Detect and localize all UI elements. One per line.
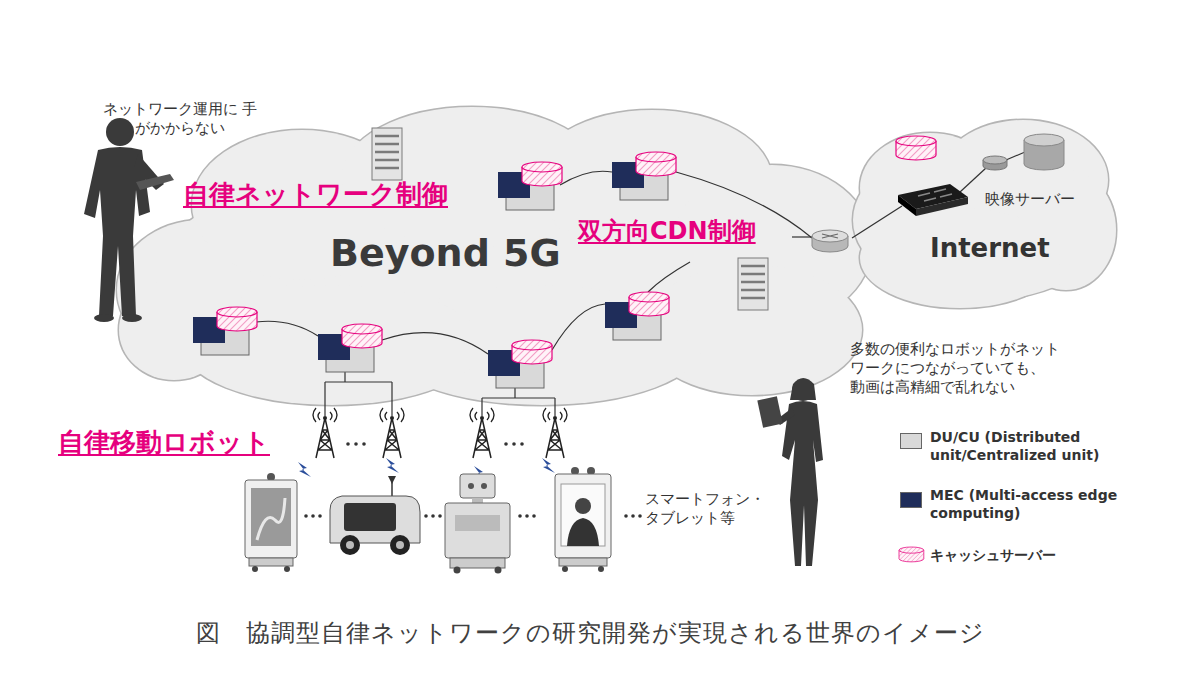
legend-swatch [900, 492, 922, 508]
control-heading: 双方向CDN制御 [578, 216, 756, 246]
antennas [313, 408, 567, 458]
legend-text: MEC (Multi-access edge computing) [930, 487, 1130, 522]
box-robot [445, 474, 510, 574]
internet-equipment [896, 134, 1064, 216]
legend-text: DU/CU (Distributed unit/Centralized unit… [930, 429, 1130, 464]
network-links [256, 152, 1025, 416]
cloud-title: Beyond 5G [330, 230, 561, 278]
router [812, 230, 848, 252]
internet-cloud: Internet 映像サーバー [838, 108, 1123, 318]
robot-heading: 自律移動ロボット [58, 426, 270, 459]
operator-note: ネットワーク運用に 手がかからない [100, 100, 260, 138]
edge-units [193, 152, 676, 388]
woman-silhouette [757, 378, 823, 566]
avatar-robot [555, 467, 611, 572]
cloud-outline [838, 108, 1123, 318]
control-heading: 自律ネットワーク制御 [183, 178, 448, 211]
man-silhouette [84, 118, 174, 322]
legend-text: キャッシュサーバー [930, 547, 1130, 565]
legend-cache-sample [899, 547, 924, 562]
device-note: スマートフォン・ タブレット等 [645, 490, 770, 528]
vehicle-robot [330, 476, 420, 555]
radio-bolts [298, 458, 555, 481]
signage-robot [245, 473, 297, 572]
cloud-title: Internet [930, 232, 1050, 265]
beyond5g-cloud: 自律ネットワーク制御 Beyond 5G 双方向CDN制御 [112, 95, 877, 410]
figure-caption: 図 協調型自律ネットワークの研究開発が実現される世界のイメージ [0, 618, 1181, 648]
user-note: 多数の便利なロボットがネット ワークにつながっていても、 動画は高精細で乱れない [850, 340, 1062, 396]
server-label: 映像サーバー [985, 190, 1075, 209]
ellipsis-dots [304, 442, 642, 518]
legend-swatch [900, 433, 922, 449]
server-racks [372, 128, 768, 310]
